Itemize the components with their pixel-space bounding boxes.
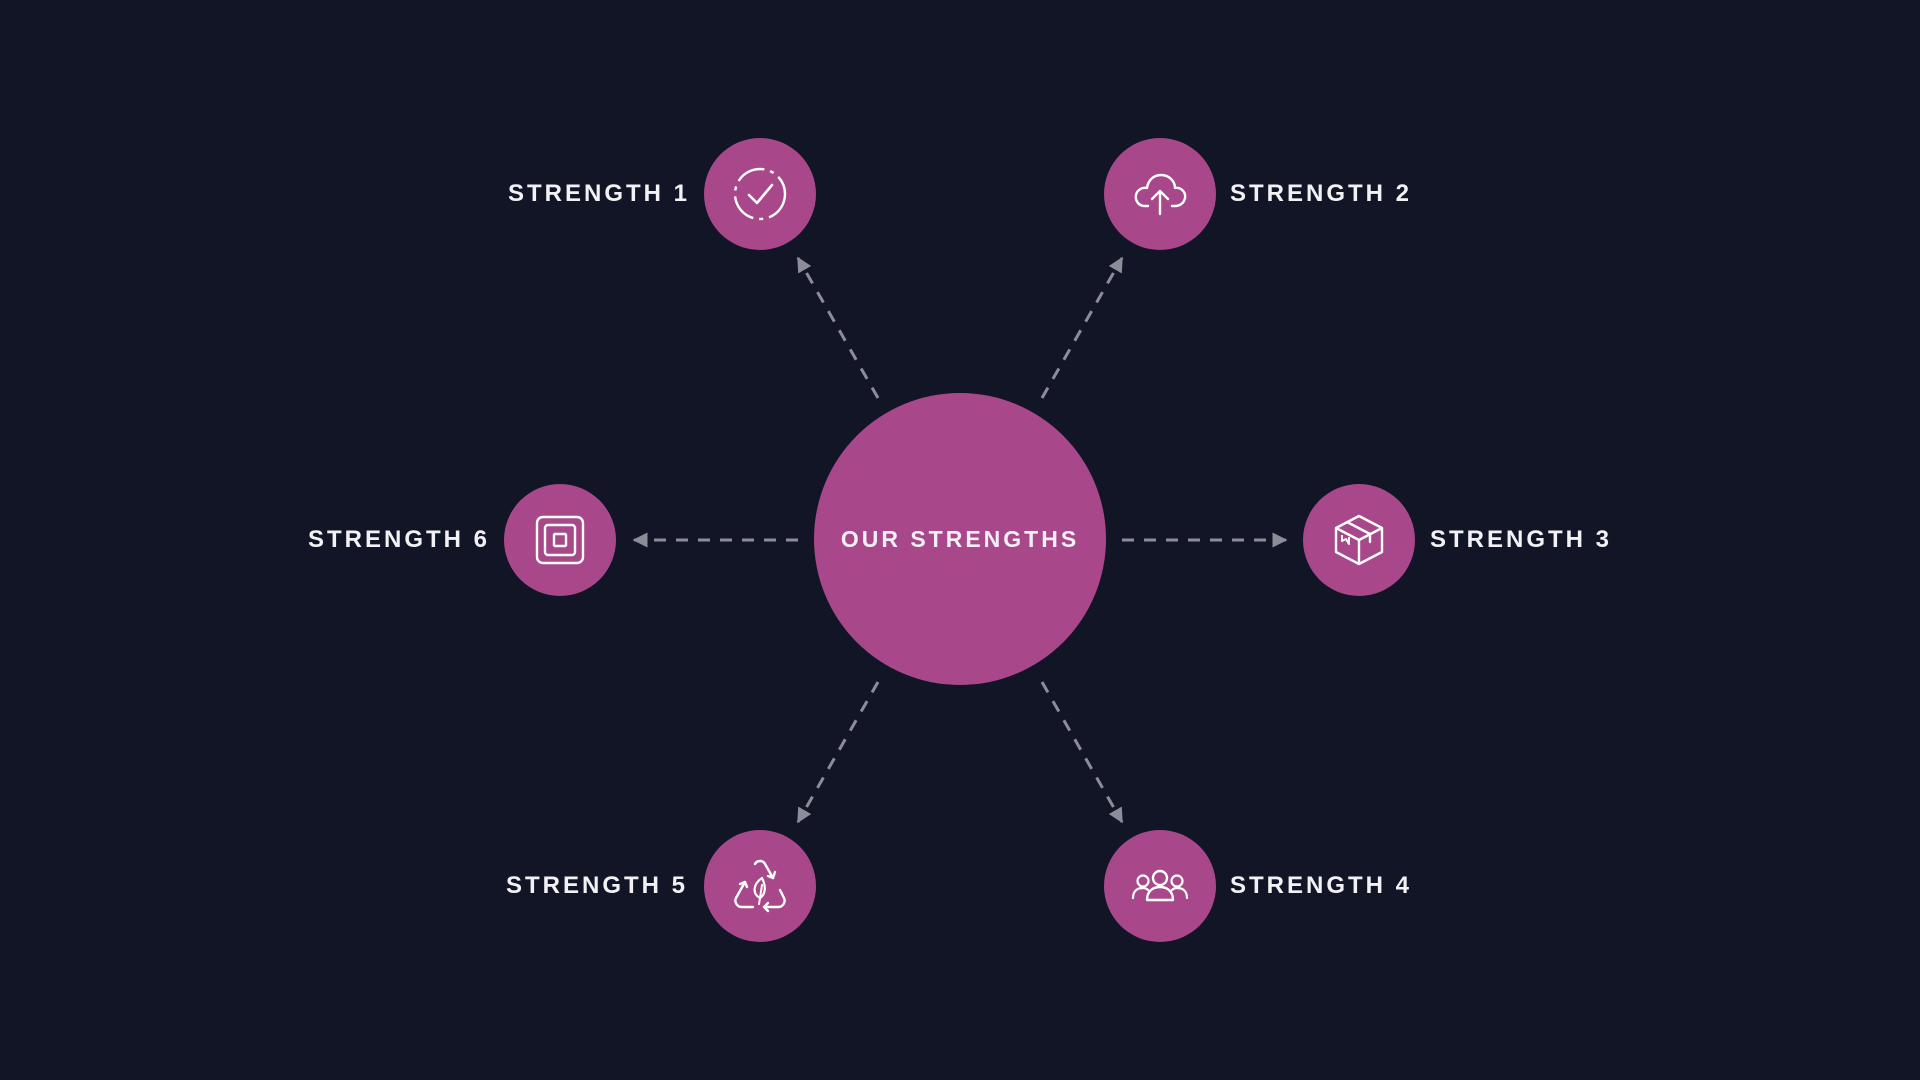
strength-3-node: [1303, 484, 1415, 596]
strength-5-node: [704, 830, 816, 942]
connector-strength-2: [1040, 256, 1124, 399]
strength-6-label: STRENGTH 6: [307, 526, 490, 553]
strength-6-node: [504, 484, 616, 596]
strength-2-label: STRENGTH 2: [1230, 180, 1413, 207]
strength-4-node: [1104, 830, 1216, 942]
connector-strength-1: [796, 256, 880, 399]
connector-strength-5: [796, 681, 880, 824]
package-box-icon: [1334, 514, 1384, 566]
square-target-icon: [535, 515, 585, 565]
recycle-leaf-icon: [734, 859, 786, 913]
hub-circle: OUR STRENGTHS: [814, 393, 1106, 685]
cloud-upload-icon: [1134, 173, 1187, 216]
strength-4-label: STRENGTH 4: [1230, 872, 1413, 899]
strength-2-node: [1104, 138, 1216, 250]
check-circle-icon: [733, 167, 787, 221]
strength-1-label: STRENGTH 1: [507, 180, 690, 207]
users-group-icon: [1131, 869, 1189, 902]
strength-5-label: STRENGTH 5: [505, 872, 688, 899]
strength-3-label: STRENGTH 3: [1430, 526, 1613, 553]
hub-label: OUR STRENGTHS: [840, 525, 1080, 552]
strength-1-node: [704, 138, 816, 250]
connector-strength-4: [1040, 681, 1124, 824]
